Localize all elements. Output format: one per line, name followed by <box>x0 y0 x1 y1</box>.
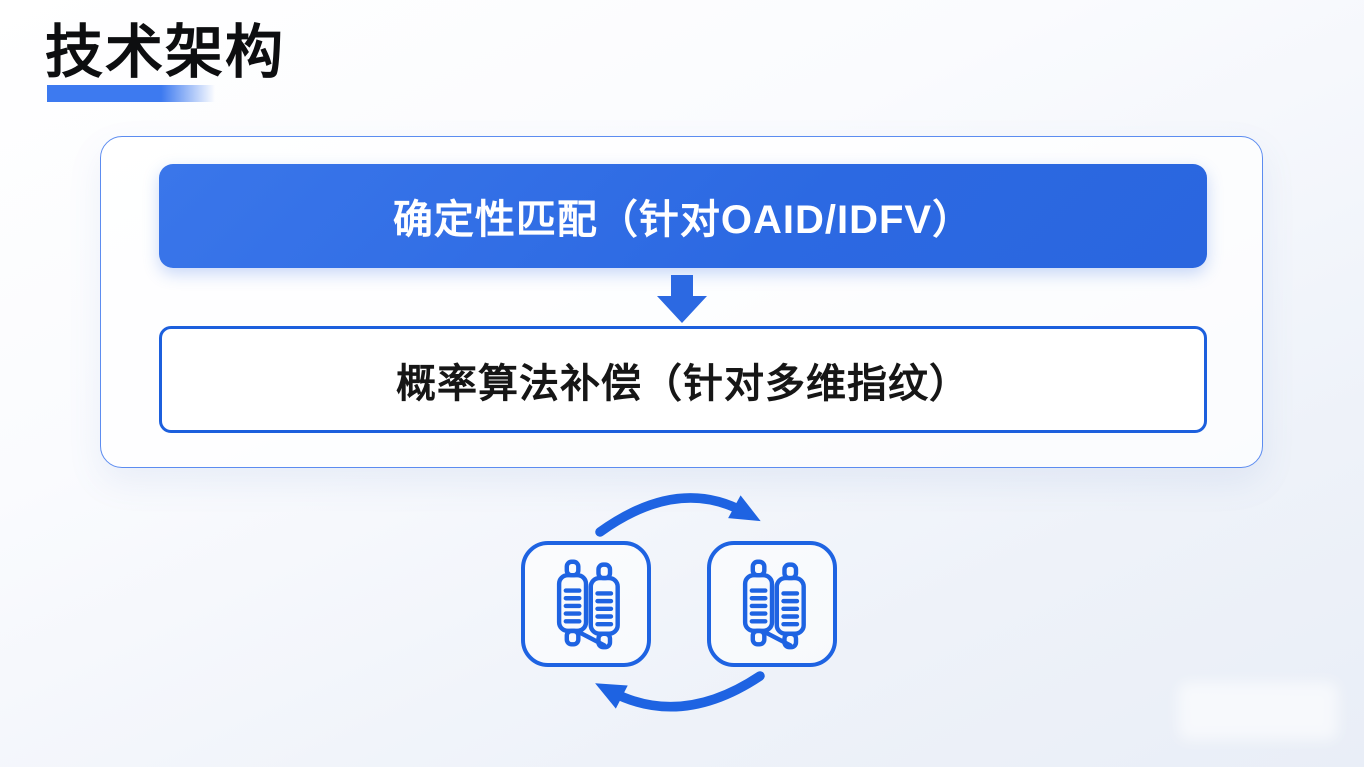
down-arrow-icon <box>656 275 707 323</box>
deterministic-matching-label: 确定性匹配（针对OAID/IDFV） <box>392 198 974 242</box>
counterclockwise-arrow-icon <box>595 671 765 712</box>
deterministic-matching-box: 确定性匹配（针对OAID/IDFV） <box>159 164 1207 268</box>
watermark-ghost <box>1178 682 1338 740</box>
data-module-tile-left <box>521 541 651 667</box>
probabilistic-compensation-box: 概率算法补偿（针对多维指纹） <box>159 326 1207 433</box>
cycle-arrows <box>595 493 765 712</box>
data-module-icon <box>742 559 806 650</box>
data-module-icon <box>556 559 620 650</box>
sync-cycle-diagram <box>492 478 874 736</box>
title-highlight-bar <box>47 85 215 102</box>
architecture-panel: 确定性匹配（针对OAID/IDFV） 概率算法补偿（针对多维指纹） <box>100 136 1263 468</box>
slide-header: 技术架构 <box>45 20 286 102</box>
page-title: 技术架构 <box>45 20 286 85</box>
probabilistic-compensation-label: 概率算法补偿（针对多维指纹） <box>396 361 970 406</box>
clockwise-arrow-icon <box>595 493 761 537</box>
data-module-tile-right <box>707 541 837 667</box>
